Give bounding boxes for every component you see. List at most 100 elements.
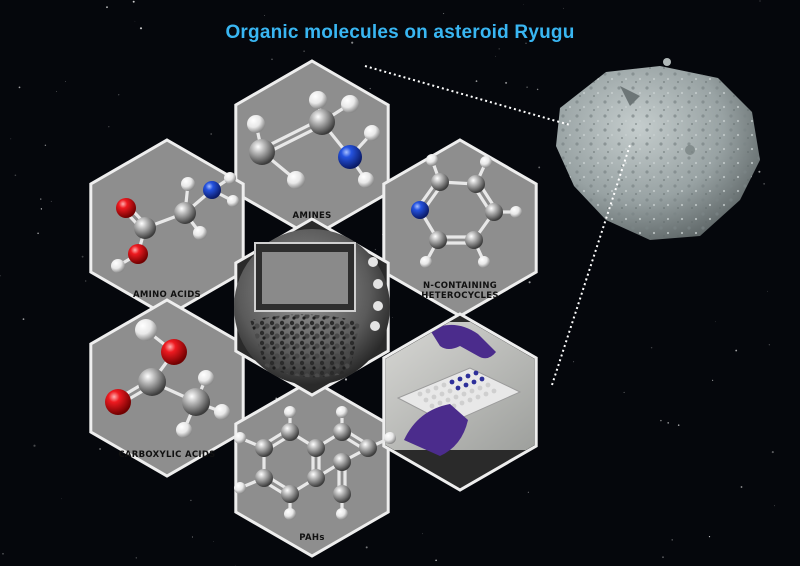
atom-c: [465, 231, 483, 249]
plate-well: [455, 385, 461, 391]
star: [213, 540, 214, 542]
star: [44, 144, 47, 146]
atom-c: [429, 231, 447, 249]
atom-h: [336, 508, 348, 520]
plate-well: [441, 382, 447, 388]
star: [99, 447, 102, 451]
plate-well: [473, 370, 479, 376]
atom-h: [358, 172, 374, 188]
atom-h: [287, 171, 305, 189]
label-amino-acids: AMINO ACIDS: [133, 290, 201, 300]
molecule-amino-acids: [111, 172, 239, 273]
plate-well: [431, 394, 437, 400]
label-n-heterocycles-line2: HETEROCYCLES: [421, 291, 499, 301]
plate-well: [465, 373, 471, 379]
atom-h: [341, 95, 359, 113]
star: [394, 28, 396, 31]
atom-c: [255, 469, 273, 487]
atom-h: [176, 422, 192, 438]
atom-h: [510, 206, 522, 218]
star: [523, 4, 524, 5]
star: [351, 41, 354, 44]
atom-h: [234, 432, 246, 444]
star: [391, 317, 393, 318]
star: [22, 318, 25, 320]
star: [40, 208, 43, 210]
page-title: Organic molecules on asteroid Ryugu: [225, 22, 575, 43]
star: [303, 50, 305, 52]
atom-n: [338, 145, 362, 169]
molecule-carboxylic-acids: [105, 319, 230, 438]
plate-well: [437, 400, 443, 406]
star: [108, 126, 110, 128]
atom-o: [128, 244, 148, 264]
atom-h: [224, 172, 236, 184]
star: [712, 379, 714, 381]
star: [526, 86, 528, 89]
star: [667, 422, 670, 424]
star: [10, 138, 12, 140]
star: [235, 564, 236, 566]
star: [498, 48, 500, 50]
atom-h: [227, 195, 239, 207]
star: [135, 557, 137, 559]
star: [369, 87, 371, 90]
molecule-n-heterocycles: [411, 154, 522, 268]
star: [527, 491, 529, 493]
star: [759, 0, 761, 2]
star: [106, 6, 108, 9]
atom-c: [138, 368, 166, 396]
atom-h: [181, 177, 195, 191]
sample-container-image: [234, 229, 390, 385]
star: [81, 255, 84, 258]
plate-well: [457, 376, 463, 382]
atom-c: [309, 109, 335, 135]
star: [714, 321, 716, 323]
atom-c: [281, 485, 299, 503]
star: [771, 451, 774, 454]
star: [435, 559, 437, 562]
molecule-models: [105, 91, 522, 520]
plate-well: [459, 400, 465, 406]
star: [475, 80, 478, 82]
atom-h: [135, 319, 157, 341]
star: [365, 546, 368, 549]
star: [735, 349, 738, 352]
atom-c: [359, 439, 377, 457]
star: [56, 91, 57, 92]
star: [422, 533, 423, 535]
plate-well: [461, 391, 467, 397]
molecule-pahs: [234, 406, 396, 520]
plate-well: [483, 391, 489, 397]
plate-well: [467, 397, 473, 403]
star: [85, 280, 87, 282]
atom-h: [309, 91, 327, 109]
atom-h: [193, 226, 207, 240]
star: [563, 7, 564, 9]
star: [191, 536, 193, 538]
atom-h: [234, 482, 246, 494]
atom-c: [182, 388, 210, 416]
atom-h: [111, 259, 125, 273]
label-n-heterocycles: N-CONTAINING HETEROCYCLES: [390, 281, 530, 301]
molecule-amines: [247, 91, 380, 189]
atom-c: [281, 423, 299, 441]
star: [505, 81, 508, 84]
atom-h: [198, 370, 214, 386]
plate-well: [479, 376, 485, 382]
plate-well: [417, 391, 423, 397]
plate-well: [433, 385, 439, 391]
atom-c: [431, 173, 449, 191]
atom-c: [249, 139, 275, 165]
atom-c: [134, 217, 156, 239]
star: [64, 80, 66, 82]
lab-analysis-image: [385, 322, 535, 456]
atom-n: [203, 181, 221, 199]
asteroid-ryugu: [556, 58, 760, 240]
atom-o: [105, 389, 131, 415]
star: [650, 346, 653, 349]
star: [528, 281, 531, 284]
star: [190, 499, 192, 502]
plate-well: [453, 394, 459, 400]
star: [662, 556, 664, 559]
